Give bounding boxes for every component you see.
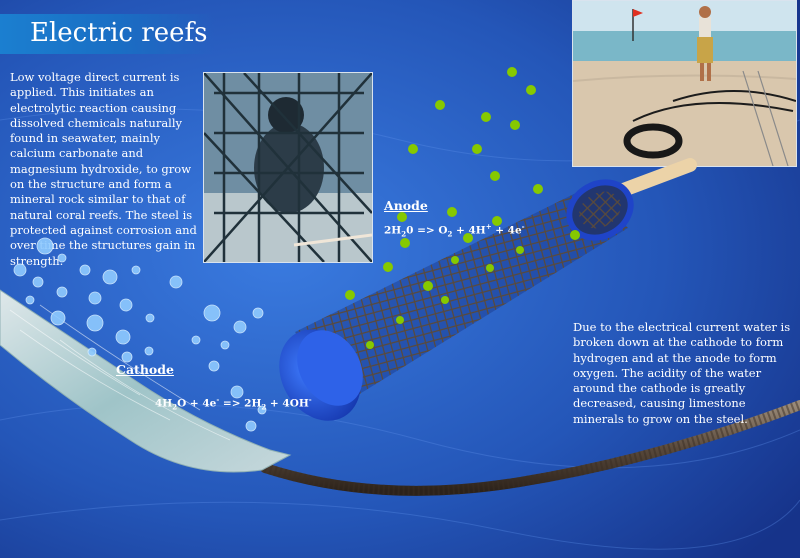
title-banner xyxy=(0,14,215,54)
explanation-paragraph: Due to the electrical current water is b… xyxy=(573,320,791,426)
anode-label: Anode xyxy=(384,198,428,213)
anode-equation: 2H20 => O2 + 4H+ + 4e- xyxy=(384,222,525,239)
page-title: Electric reefs xyxy=(30,18,208,48)
cathode-label: Cathode xyxy=(116,362,174,377)
cathode-equation: 4H2O + 4e- => 2H2 + 4OH- xyxy=(155,395,312,412)
intro-paragraph: Low voltage direct current is applied. T… xyxy=(10,70,197,268)
beach-photo xyxy=(572,0,797,167)
diver-photo xyxy=(203,72,373,263)
